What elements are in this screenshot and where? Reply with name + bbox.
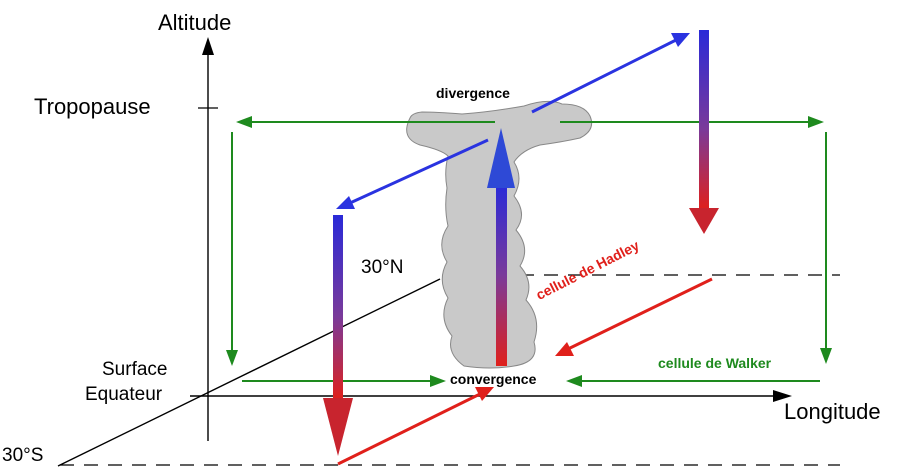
upper-flow-left: [349, 138, 489, 205]
longitude-label: Longitude: [784, 399, 881, 424]
walker-upper-left-arrowhead: [236, 116, 252, 128]
ascending-arrow-head: [487, 128, 515, 188]
walker-upper-right-arrowhead: [808, 116, 824, 128]
vertical-motions: [323, 30, 719, 456]
walker-lower-left-arrowhead: [430, 375, 446, 387]
upper-hadley-flows: [336, 33, 690, 209]
upper-flow-left-arrowhead: [336, 196, 355, 209]
divergence-label: divergence: [436, 85, 510, 101]
equateur-label: Equateur: [85, 384, 163, 405]
walker-lower-right-arrowhead: [566, 375, 582, 387]
left-descending-arrow-head: [323, 398, 353, 456]
latitude-30n-label: 30°N: [361, 257, 404, 278]
longitude-axis-arrowhead: [773, 390, 792, 402]
walker-left-descent-arrowhead: [226, 350, 238, 366]
left-descending-arrow-shaft: [333, 215, 343, 400]
hadley-flow-from-south: [337, 392, 481, 466]
walker-right-descent-arrowhead: [820, 348, 832, 364]
hadley-flow-from-north-arrowhead: [555, 342, 574, 356]
upper-flow-right: [531, 38, 677, 114]
surface-label: Surface: [102, 359, 168, 380]
ascending-arrow-shaft: [496, 185, 507, 366]
hadley-flow-from-south-arrowhead: [475, 387, 494, 401]
right-descending-arrow-head: [689, 208, 719, 234]
latitude-30s-label: 30°S: [2, 445, 44, 466]
altitude-axis-arrowhead: [202, 37, 214, 55]
tropopause-label: Tropopause: [34, 94, 151, 119]
latitude-axis: [57, 278, 441, 467]
convergence-label: convergence: [450, 371, 537, 387]
upper-flow-right-arrowhead: [671, 33, 690, 47]
lower-hadley-flows: [337, 277, 713, 466]
walker-cell-label: cellule de Walker: [658, 355, 772, 371]
hadley-flow-from-north: [567, 277, 713, 351]
altitude-label: Altitude: [158, 10, 232, 35]
right-descending-arrow-shaft: [699, 30, 709, 210]
